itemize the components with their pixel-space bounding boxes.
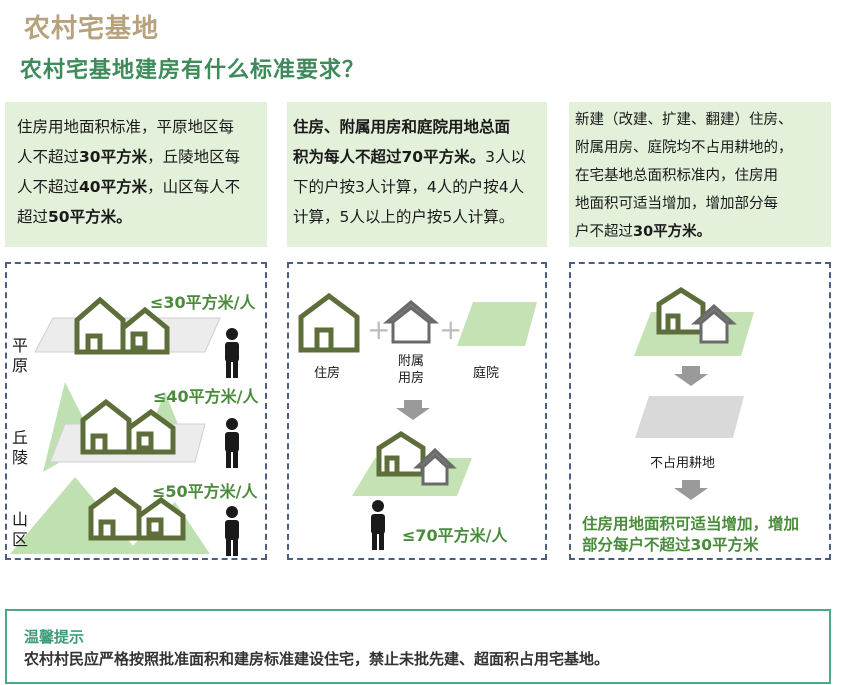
arrow-down-icon (674, 366, 708, 386)
person-icon (371, 500, 385, 550)
no-farmland-label: 不占用耕地 (650, 456, 716, 471)
no-farmland-illustration (634, 287, 754, 500)
house-label: 住房 (314, 366, 341, 381)
person-icon (225, 328, 239, 556)
total-area-panel (287, 262, 547, 560)
tip-box (5, 609, 831, 684)
total-area-standard-box: 住房、附属用房和庭院用地总面 积为每人不超过70平方米。3人以 下的户按3人计算… (287, 102, 547, 247)
yard-label: 庭院 (473, 366, 500, 381)
svg-text:+: + (367, 313, 390, 346)
result-line-2: 部分每户不超过30平方米 (582, 536, 759, 554)
yard-icon (457, 302, 537, 346)
mountain-label: 山区 (11, 510, 28, 549)
plain-hill-mountain-standard-box: 住房用地面积标准，平原地区每 人不超过30平方米，丘陵地区每 人不超过40平方米… (5, 102, 267, 247)
total-limit: ≤70平方米/人 (402, 526, 508, 545)
tip-text: 农村村民应严格按照批准面积和建房标准建设住宅，禁止未批先建、超面积占用宅基地。 (24, 650, 610, 668)
hill-limit: ≤40平方米/人 (153, 387, 259, 406)
farmland-icon (635, 396, 744, 438)
annex-label: 附属用房 (397, 354, 424, 386)
page-title: 农村宅基地 (24, 14, 160, 44)
hill-house-icon (80, 398, 176, 455)
annex-icon (382, 300, 440, 344)
result-line-1: 住房用地面积可适当增加，增加 (582, 515, 800, 533)
plain-label: 平原 (11, 336, 28, 375)
plain-limit: ≤30平方米/人 (150, 293, 256, 312)
svg-text:+: + (439, 313, 462, 346)
house-icon (298, 292, 360, 353)
tip-title: 温馨提示 (24, 628, 85, 646)
terrain-panel (5, 262, 267, 560)
no-farmland-bonus-box: 新建（改建、扩建、翻建）住房、 附属用房、庭院均不占用耕地的， 在宅基地总面积标… (569, 102, 831, 247)
arrow-down-icon (396, 400, 430, 420)
terrain-illustration (10, 296, 239, 556)
no-farmland-panel (569, 262, 831, 560)
arrow-down-icon (674, 480, 708, 500)
mountain-house-icon (88, 486, 186, 541)
plain-house-icon (74, 296, 170, 355)
mountain-limit: ≤50平方米/人 (152, 482, 258, 501)
total-area-illustration: + + (298, 292, 537, 550)
page-subtitle: 农村宅基地建房有什么标准要求？ (20, 58, 366, 83)
hill-label: 丘陵 (11, 428, 28, 467)
